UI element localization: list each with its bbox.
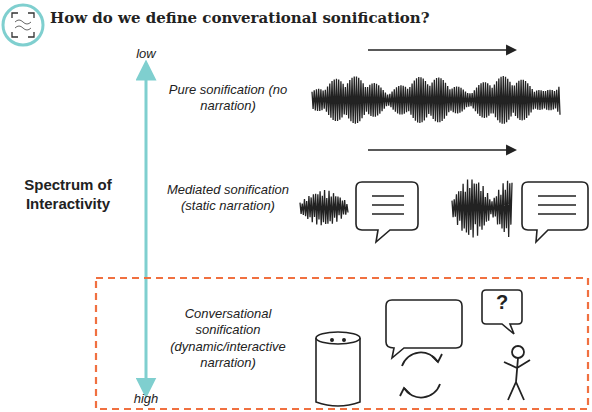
time-arrow [368,49,515,51]
waveform [452,179,512,237]
title: How do we define converational sonificat… [50,9,430,27]
waveform [312,76,560,124]
level-label: Conversational sonification (dynamic/int… [152,306,304,371]
logo-icon [3,5,43,45]
axis-title: Spectrum of Interactivity [12,176,124,214]
time-arrow [368,149,515,151]
speaker-icon [316,332,360,406]
question-bubble: ? [480,288,524,336]
speech-bubble [356,182,418,242]
spectrum-arrow [145,70,148,388]
highlight-region: ? Conversational sonification (dynamic/in… [96,278,588,409]
level-label: Pure sonification (no narration) [150,82,306,115]
highlight-box [96,278,588,409]
cycle-arrows [400,352,442,397]
person-figure [504,346,530,400]
question-mark: ? [480,290,524,315]
speech-bubble [522,182,588,242]
speech-bubble [386,300,462,358]
waveform [300,190,348,225]
level-label: Mediated sonification (static narration) [150,182,306,215]
axis-end-label: low [116,46,176,62]
axis-end-label: high [116,391,176,407]
